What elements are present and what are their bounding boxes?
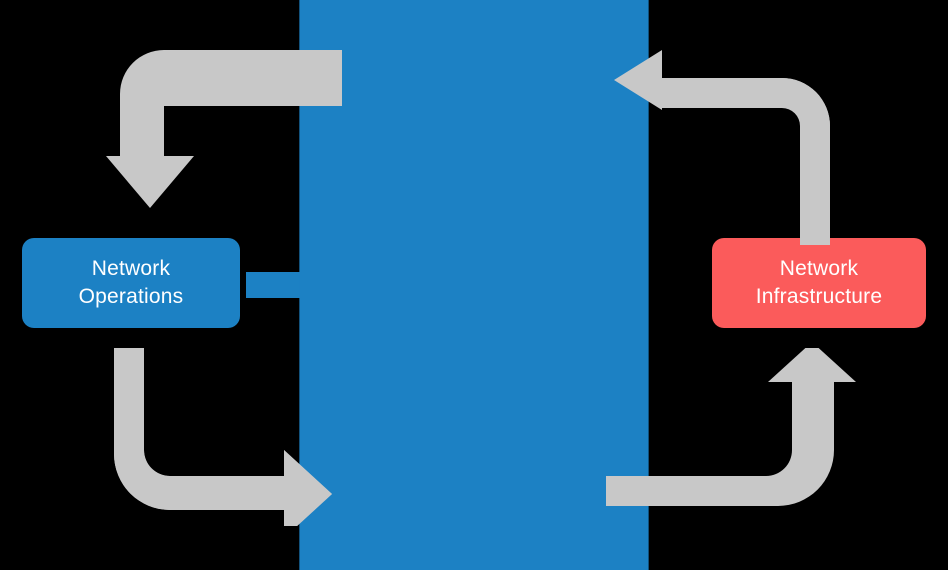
arrow-observability-to-operations — [106, 50, 342, 208]
arrow-operations-to-automation — [114, 348, 332, 526]
node-infrastructure-label: Network Infrastructure — [755, 257, 883, 308]
node-operations-label: Network Operations — [78, 257, 184, 308]
arrow-automation-to-infrastructure — [606, 348, 856, 506]
arrow-infrastructure-to-observability — [614, 50, 830, 245]
node-network-infrastructure[interactable]: Network Infrastructure — [712, 238, 926, 328]
node-network-operations[interactable]: Network Operations — [22, 238, 240, 328]
